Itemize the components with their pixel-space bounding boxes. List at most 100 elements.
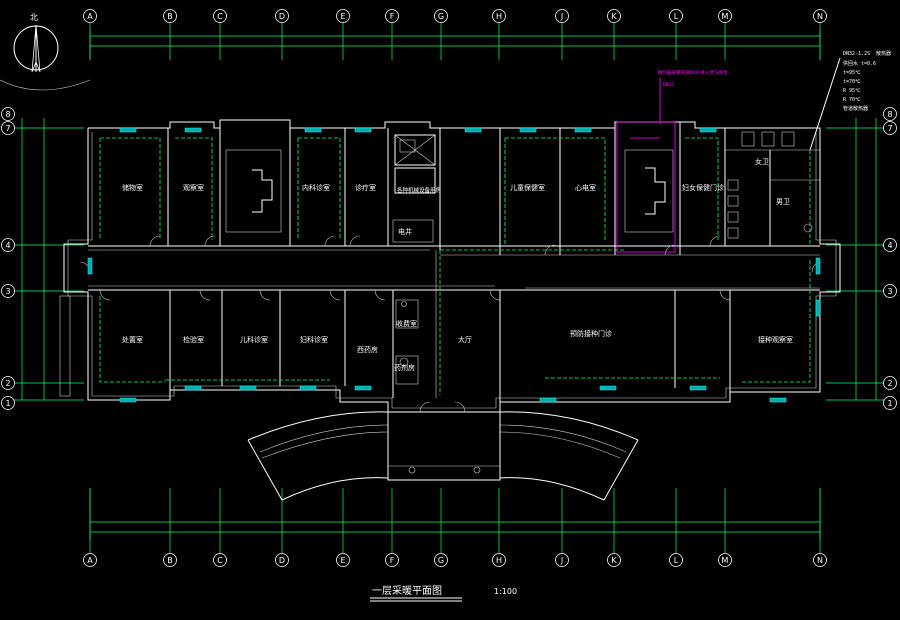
axis-bubble-right-1: 1 <box>883 396 897 410</box>
axis-bubble-A: A <box>83 9 97 23</box>
right-dimensions <box>826 118 886 401</box>
svg-text:1: 1 <box>5 399 10 408</box>
magenta-note-1: 散热器采暖管道DN32进入地沟保温 <box>658 69 728 76</box>
axis-bubble-left-3: 3 <box>1 284 15 298</box>
legend-line-4: R 95℃ <box>843 88 861 94</box>
axis-bubble-C: C <box>213 9 227 23</box>
building-outline <box>63 119 841 413</box>
axis-bubble-E: E <box>336 553 350 567</box>
drawing-title-text: 一层采暖平面图 <box>372 584 442 597</box>
svg-text:K: K <box>611 556 617 565</box>
svg-text:B: B <box>167 12 173 21</box>
legend-header-1: DN32-1.2S <box>843 51 870 57</box>
room-label: 储物室 <box>122 183 143 192</box>
svg-text:4: 4 <box>5 241 10 250</box>
svg-text:8: 8 <box>887 110 892 119</box>
axis-bubble-G: G <box>434 9 448 23</box>
svg-text:E: E <box>340 12 345 21</box>
room-label: 心电室 <box>575 183 596 192</box>
room-label: 儿科诊室 <box>240 335 268 344</box>
svg-text:C: C <box>217 556 223 565</box>
svg-text:B: B <box>167 556 173 565</box>
entrance-canopy <box>59 295 639 501</box>
axis-bubble-right-3: 3 <box>883 284 897 298</box>
axis-bubble-H: H <box>492 9 506 23</box>
drawing-title: 一层采暖平面图 1:100 <box>370 584 517 602</box>
svg-text:4: 4 <box>887 241 892 250</box>
svg-text:D: D <box>279 12 285 21</box>
svg-text:L: L <box>674 556 679 565</box>
magenta-annotation: 散热器采暖管道DN32进入地沟保温 DN32 <box>616 69 728 253</box>
svg-text:1: 1 <box>887 399 892 408</box>
axis-bubble-right-7: 7 <box>883 121 897 135</box>
svg-text:8: 8 <box>5 110 10 119</box>
svg-text:J: J <box>560 12 563 21</box>
room-labels: 储物室 观察室 内科诊室 诊疗室 各种机械设备用房 儿童保健室 心电室 妇女保健… <box>122 157 793 372</box>
room-label: 妇科诊室 <box>300 335 328 344</box>
axis-bubble-K: K <box>607 9 621 23</box>
radiators <box>87 127 821 403</box>
door-swings <box>79 235 823 413</box>
axis-bubble-left-2: 2 <box>1 376 15 390</box>
svg-text:G: G <box>438 556 444 565</box>
svg-text:H: H <box>496 12 502 21</box>
legend-line-5: R 70℃ <box>843 97 861 103</box>
svg-text:G: G <box>438 12 444 21</box>
axis-bubble-G: G <box>434 553 448 567</box>
svg-text:D: D <box>279 556 285 565</box>
axis-bubble-E: E <box>336 9 350 23</box>
bottom-dimensions <box>89 488 821 540</box>
svg-text:2: 2 <box>887 379 892 388</box>
axis-bubble-M: M <box>718 553 732 567</box>
svg-text:2: 2 <box>5 379 10 388</box>
room-label: 女卫 <box>755 157 769 166</box>
svg-text:L: L <box>674 12 679 21</box>
axis-bubble-D: D <box>275 9 289 23</box>
svg-text:3: 3 <box>887 287 892 296</box>
axis-bubble-right-8: 8 <box>883 107 897 121</box>
small-room-label: 电井 <box>398 227 412 236</box>
north-arrow: 北 <box>13 13 59 73</box>
room-label: 儿童保健室 <box>510 183 545 192</box>
svg-text:M: M <box>722 556 729 565</box>
axis-bubble-B: B <box>163 9 177 23</box>
svg-text:K: K <box>611 12 617 21</box>
svg-text:N: N <box>817 12 823 21</box>
svg-text:7: 7 <box>5 124 10 133</box>
axis-bubble-right-4: 4 <box>883 238 897 252</box>
small-room-label: 药剂房 <box>394 363 415 372</box>
room-label: 检验室 <box>183 335 204 344</box>
axis-bubble-J: J <box>555 553 569 567</box>
room-label: 男卫 <box>776 198 790 206</box>
legend-line-6: 管道散热器 <box>843 105 868 112</box>
axis-bubble-N: N <box>813 9 827 23</box>
room-label: 诊疗室 <box>355 183 376 192</box>
svg-text:F: F <box>390 12 395 21</box>
axis-bubble-H: H <box>492 553 506 567</box>
small-room-label: 收费室 <box>396 319 417 328</box>
axis-bubble-left-8: 8 <box>1 107 15 121</box>
legend-line-3: t=70℃ <box>843 79 861 85</box>
heating-pipes <box>99 137 811 395</box>
svg-text:N: N <box>817 556 823 565</box>
axis-bubble-right-2: 2 <box>883 376 897 390</box>
axis-bubble-C: C <box>213 553 227 567</box>
axis-bubble-K: K <box>607 553 621 567</box>
left-dimensions <box>14 118 84 401</box>
legend-header-2: 散热器 <box>876 50 891 57</box>
room-label: 接种观察室 <box>758 335 793 344</box>
svg-text:A: A <box>87 12 93 21</box>
north-label: 北 <box>30 13 38 22</box>
svg-text:A: A <box>87 556 93 565</box>
axis-bubble-left-1: 1 <box>1 396 15 410</box>
room-label: 西药房 <box>357 345 378 354</box>
axis-bubble-left-4: 4 <box>1 238 15 252</box>
legend-block: DN32-1.2S 散热器 供回水 t=0.6 t=95℃ t=70℃ R 95… <box>809 50 891 151</box>
legend-line-2: t=95℃ <box>843 70 861 76</box>
axis-bubble-J: J <box>555 9 569 23</box>
drawing-scale: 1:100 <box>494 587 517 596</box>
axis-bubble-B: B <box>163 553 177 567</box>
top-dimensions <box>89 30 821 60</box>
